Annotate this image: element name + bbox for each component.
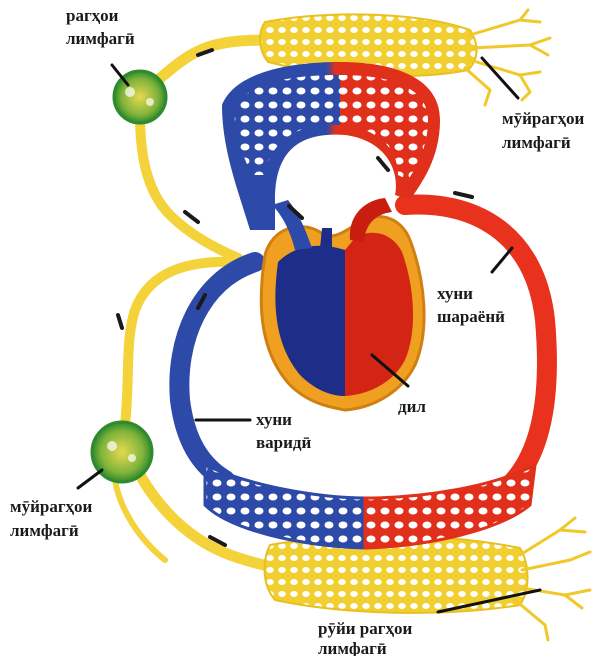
label-lymph-capillaries-top: мӯйрагҳои [502, 109, 585, 128]
label-arterial-blood: хуни [437, 284, 473, 303]
label-venous-blood: хуни [256, 410, 292, 429]
label-arterial-blood-2: шараёнӣ [437, 307, 505, 326]
label-lymph-vessel-surface: рӯйи рагҳои [318, 619, 412, 638]
lymph-node-bottom [92, 422, 152, 482]
label-lymph-vessels-top: рагҳои [66, 6, 119, 25]
label-lymph-capillaries-top-2: лимфагӣ [502, 133, 571, 152]
label-lymph-vessels-top-2: лимфагӣ [66, 29, 135, 48]
label-lymph-capillaries-bottom: мӯйрагҳои [10, 497, 93, 516]
label-lymph-vessel-surface-2: лимфагӣ [318, 639, 387, 656]
label-lymph-capillaries-bottom-2: лимфагӣ [10, 521, 79, 540]
label-venous-blood-2: варидӣ [256, 433, 312, 452]
systemic-capillary-bed [205, 465, 535, 548]
label-heart: дил [398, 397, 426, 416]
